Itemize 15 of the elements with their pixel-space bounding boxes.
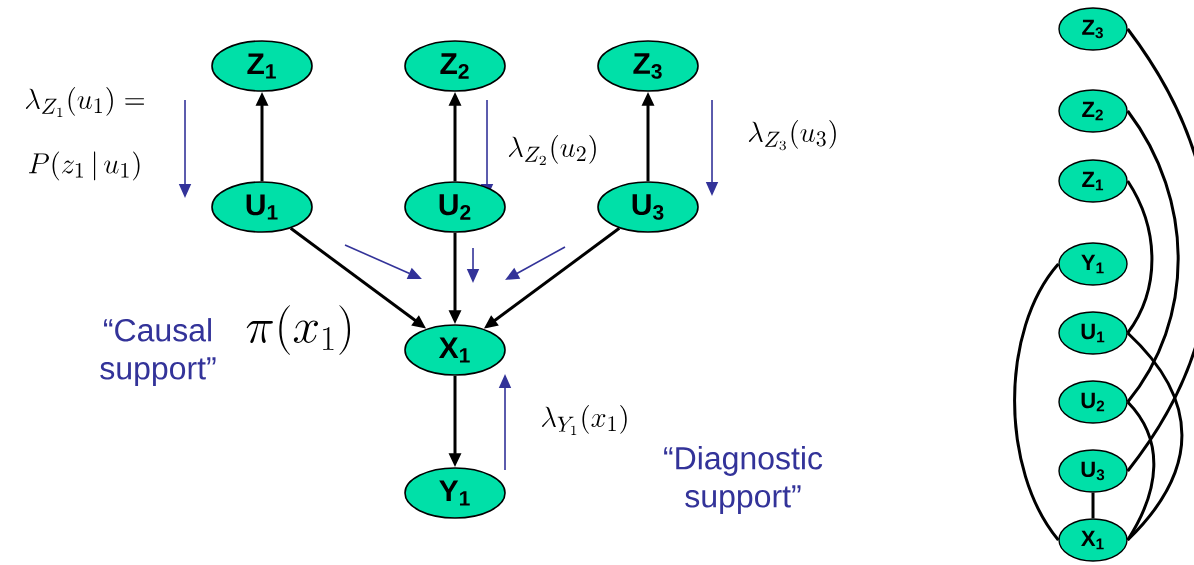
formula: $\lambda_{Y_1}(x_1)$ — [542, 405, 627, 435]
connector — [1126, 180, 1154, 334]
connector — [1126, 401, 1156, 541]
formula: $\lambda_{Z_3}(u_3)$ — [748, 120, 836, 151]
formula: $P(z_1 \,|\, u_1)$ — [29, 151, 140, 181]
formula: $\pi(x_1)$ — [246, 305, 351, 355]
annotation-text: “Diagnostic support” — [664, 446, 823, 514]
connector — [1126, 110, 1180, 403]
connector — [1013, 263, 1060, 541]
connector — [1091, 492, 1095, 519]
connector — [1126, 331, 1184, 541]
annotation-text: “Causal support” — [100, 318, 216, 386]
formula: $\lambda_{Z_1}(u_1) =$ — [25, 87, 144, 117]
connector — [1126, 28, 1194, 472]
formula: $\lambda_{Z_2}(u_2)$ — [508, 135, 596, 165]
